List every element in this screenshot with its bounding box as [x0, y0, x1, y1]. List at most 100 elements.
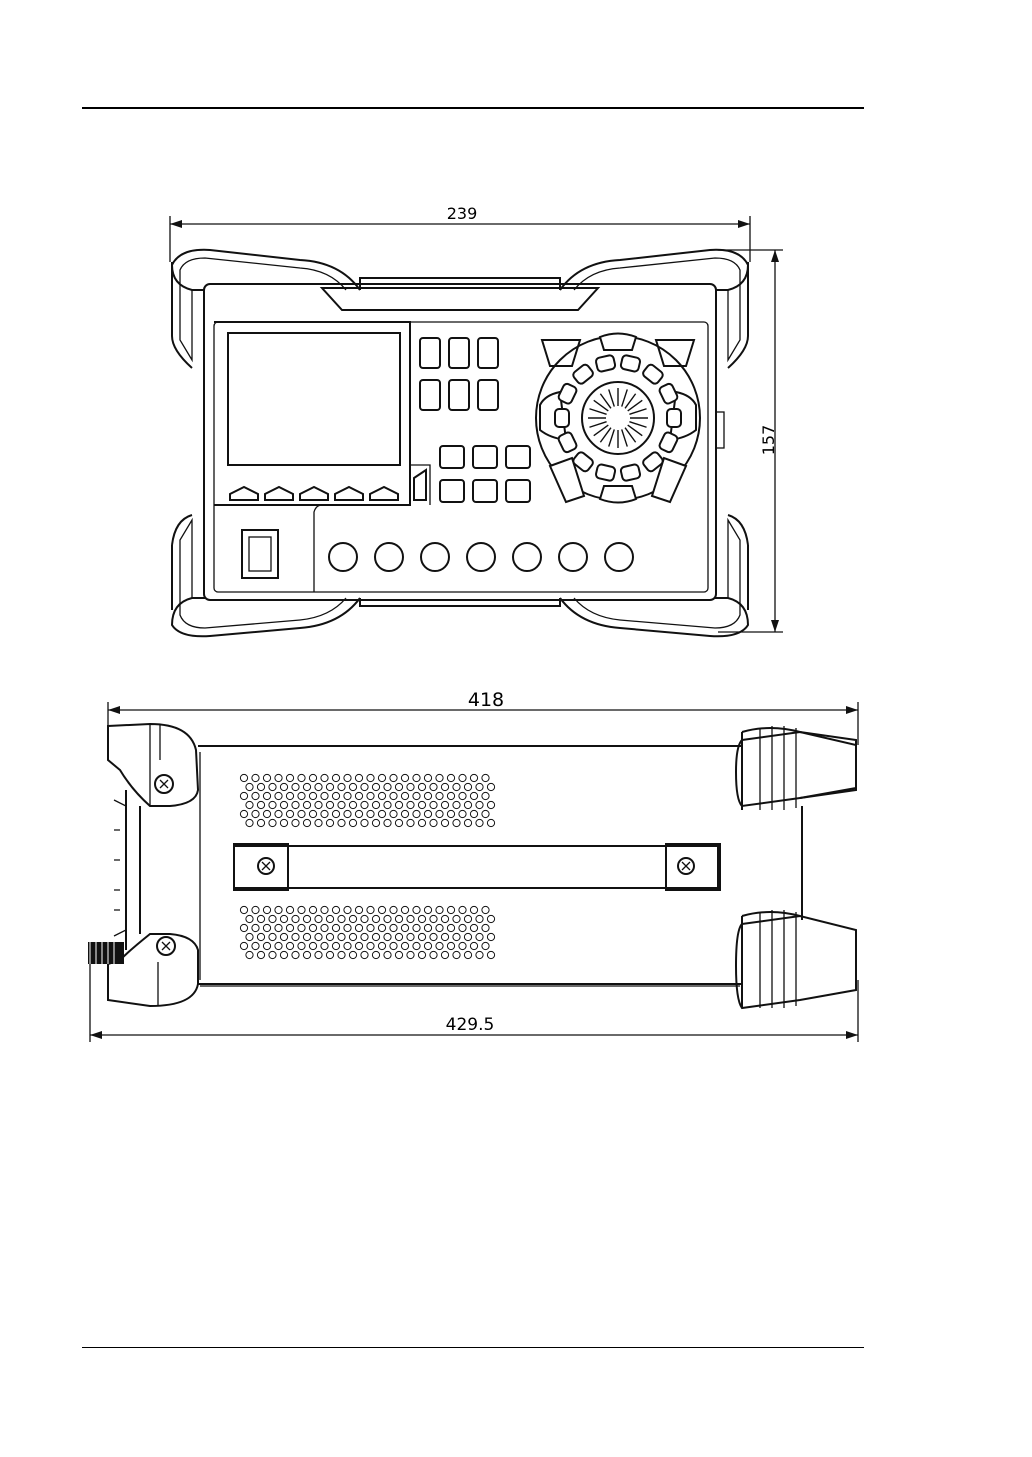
keypad-key-6[interactable] — [478, 380, 498, 410]
vent-hole — [430, 915, 437, 922]
softkey-2[interactable] — [265, 487, 293, 500]
keypad-lower-key-6[interactable] — [506, 480, 530, 502]
output-terminal-1[interactable] — [329, 543, 357, 571]
vent-hole — [487, 819, 494, 826]
vent-hole — [280, 951, 287, 958]
vent-hole — [286, 774, 293, 781]
keypad-lower-key-3[interactable] — [506, 446, 530, 468]
vent-hole — [349, 801, 356, 808]
knob-ring-key-5[interactable] — [595, 464, 616, 482]
output-terminal-3[interactable] — [421, 543, 449, 571]
vent-hole — [292, 783, 299, 790]
vent-hole — [338, 951, 345, 958]
vent-hole — [418, 915, 425, 922]
vent-hole — [430, 783, 437, 790]
vent-hole — [252, 774, 259, 781]
knob-tick — [589, 422, 606, 428]
keypad-key-1[interactable] — [420, 338, 440, 368]
vent-hole — [453, 915, 460, 922]
vent-hole — [361, 933, 368, 940]
vent-hole — [378, 774, 385, 781]
vent-hole — [459, 774, 466, 781]
keypad-lower-key-1[interactable] — [440, 446, 464, 468]
vent-grid-bottom — [240, 906, 494, 958]
keypad-key-4[interactable] — [420, 380, 440, 410]
vent-hole — [280, 801, 287, 808]
vent-hole — [390, 924, 397, 931]
function-key-right[interactable] — [656, 340, 694, 366]
vent-hole — [326, 915, 333, 922]
vent-hole — [361, 915, 368, 922]
vent-hole — [257, 819, 264, 826]
knob-segment-ring — [555, 355, 681, 482]
vent-hole — [453, 933, 460, 940]
softkey-1[interactable] — [230, 487, 258, 500]
vent-hole — [470, 774, 477, 781]
vent-hole — [332, 774, 339, 781]
vent-hole — [338, 915, 345, 922]
vent-hole — [487, 915, 494, 922]
vent-hole — [487, 783, 494, 790]
knob-tick — [609, 389, 615, 406]
vent-hole — [447, 792, 454, 799]
arrow-up-key[interactable] — [600, 334, 636, 351]
keypad-lower-key-4[interactable] — [440, 480, 464, 502]
vent-hole — [413, 924, 420, 931]
vent-hole — [453, 819, 460, 826]
side-softkey[interactable] — [414, 470, 426, 500]
keypad-key-2[interactable] — [449, 338, 469, 368]
knob-ring-key-8[interactable] — [555, 409, 569, 427]
keypad-upper — [420, 338, 498, 410]
vent-hole — [372, 783, 379, 790]
vent-hole — [407, 915, 414, 922]
vent-hole — [401, 924, 408, 931]
softkey-5[interactable] — [370, 487, 398, 500]
output-terminal-6[interactable] — [559, 543, 587, 571]
vent-hole — [303, 801, 310, 808]
vent-hole — [286, 810, 293, 817]
vent-hole — [378, 924, 385, 931]
softkey-row — [230, 487, 398, 500]
keypad-lower-key-5[interactable] — [473, 480, 497, 502]
softkey-3[interactable] — [300, 487, 328, 500]
vent-hole — [464, 915, 471, 922]
side-tab — [716, 412, 724, 448]
knob-ring-key-10[interactable] — [572, 363, 595, 385]
arrow-down-key[interactable] — [600, 486, 636, 503]
vent-hole — [367, 906, 374, 913]
vent-hole — [413, 792, 420, 799]
output-terminal-7[interactable] — [605, 543, 633, 571]
vent-hole — [407, 951, 414, 958]
vent-hole — [372, 819, 379, 826]
output-terminal-4[interactable] — [467, 543, 495, 571]
rear-foot-top — [736, 726, 856, 810]
vent-hole — [476, 915, 483, 922]
softkey-4[interactable] — [335, 487, 363, 500]
keypad-key-3[interactable] — [478, 338, 498, 368]
output-terminal-2[interactable] — [375, 543, 403, 571]
vent-hole — [252, 906, 259, 913]
front-bezel-side — [88, 724, 198, 1006]
vent-hole — [401, 792, 408, 799]
knob-ring-key-12[interactable] — [620, 355, 641, 373]
width-dimension-label: 239 — [447, 204, 478, 223]
output-terminal-5[interactable] — [513, 543, 541, 571]
vent-hole — [464, 951, 471, 958]
keypad-lower-key-2[interactable] — [473, 446, 497, 468]
keypad-key-5[interactable] — [449, 380, 469, 410]
vent-hole — [321, 774, 328, 781]
knob-ring-key-11[interactable] — [595, 355, 616, 373]
vent-hole — [418, 951, 425, 958]
knob-ring-key-4[interactable] — [620, 464, 641, 482]
carry-handle — [234, 844, 720, 890]
knob-ring-key-13[interactable] — [642, 363, 665, 385]
vent-hole — [315, 819, 322, 826]
vent-hole — [378, 810, 385, 817]
function-key-left[interactable] — [542, 340, 580, 366]
vent-hole — [470, 924, 477, 931]
vent-hole — [321, 906, 328, 913]
vent-hole — [384, 915, 391, 922]
vent-hole — [355, 810, 362, 817]
vent-hole — [269, 783, 276, 790]
knob-ring-key-1[interactable] — [667, 409, 681, 427]
